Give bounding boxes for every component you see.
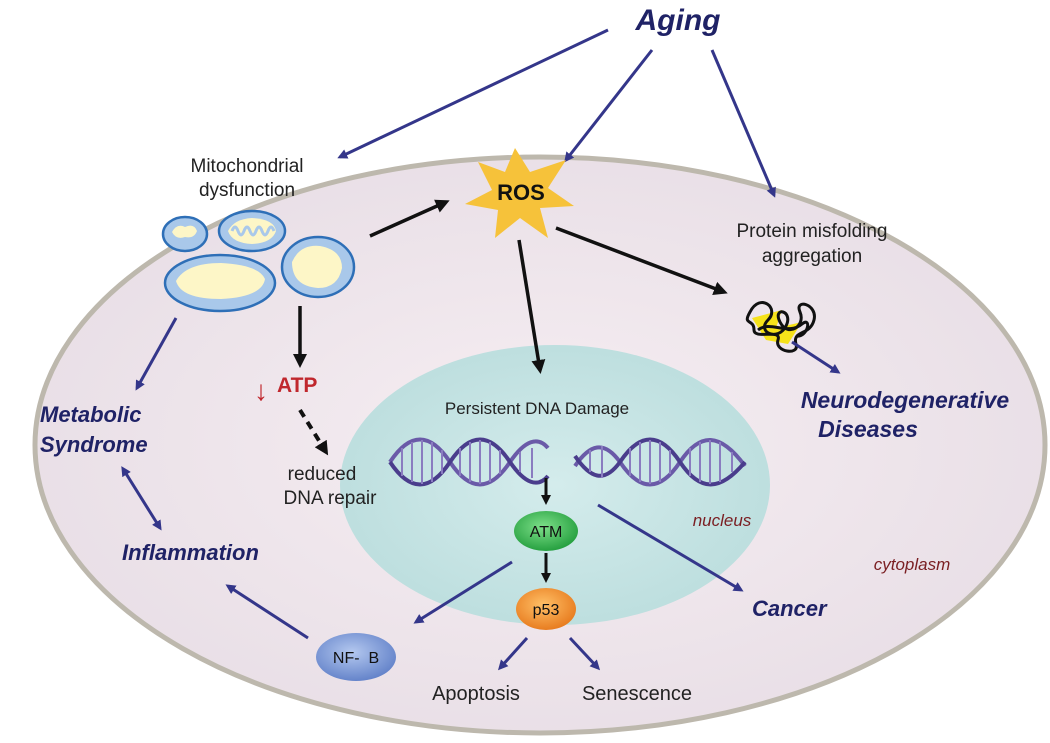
arrow-ros-to-dna [517,239,546,374]
arrow-dna-to-cancer [597,503,744,592]
dna-helix-left-icon [388,437,550,487]
ros-label: ROS [497,180,545,205]
arrow-aging-to-ros [564,49,654,163]
aging-title: Aging [635,4,721,37]
mitochondria-icon [161,209,356,313]
repair-label-line2: DNA repair [284,488,378,509]
mito-label-line1: Mitochondrial [191,156,304,177]
arrow-aging-to-mito [337,28,609,159]
nfkb-node [316,633,396,681]
arrow-aging-to-protein [710,49,776,198]
repair-label-line1: reduced [288,464,357,485]
mito-label-line2: dysfunction [199,180,295,201]
arrow-mito-to-metabolic [135,317,178,391]
nucleus-label: nucleus [693,511,752,530]
metabolic-label-line1: Metabolic [40,402,141,427]
arrow-nfkb-to-inflammation [225,584,309,640]
neuro-label-line2: Diseases [818,416,918,442]
dna-damage-label: Persistent DNA Damage [445,399,629,418]
atp-label: ATP [277,374,317,397]
arrow-protein-to-neuro [791,340,841,374]
arrow-p53-to-senescence [568,636,601,671]
cancer-label: Cancer [752,596,828,621]
inflammation-label: Inflammation [122,540,259,565]
protein-label-line1: Protein misfolding [736,221,887,242]
ros-star [465,148,574,238]
atm-node [514,511,578,551]
arrow-mito-to-ros [369,199,450,238]
dna-helix-right-icon [573,437,747,487]
nucleus-shape [340,345,770,625]
atp-down-arrow: ↓ [254,375,268,406]
protein-label-line2: aggregation [762,246,862,267]
p53-label: p53 [533,602,560,619]
metabolic-label-line2: Syndrome [40,432,148,457]
apoptosis-label: Apoptosis [432,683,520,705]
nfkb-label: NF- B [333,650,379,667]
arrow-atm-to-nfkb [413,560,513,624]
neuro-label-line1: Neurodegenerative [801,387,1010,413]
atm-label: ATM [530,524,563,541]
arrow-p53-to-apoptosis [497,636,529,671]
p53-node [516,588,576,630]
senescence-label: Senescence [582,683,692,705]
arrow-metabolic-inflammation [121,466,162,531]
arrow-ros-to-protein [555,226,728,295]
cytoplasm-label: cytoplasm [874,555,951,574]
protein-aggregate-icon [745,301,816,353]
